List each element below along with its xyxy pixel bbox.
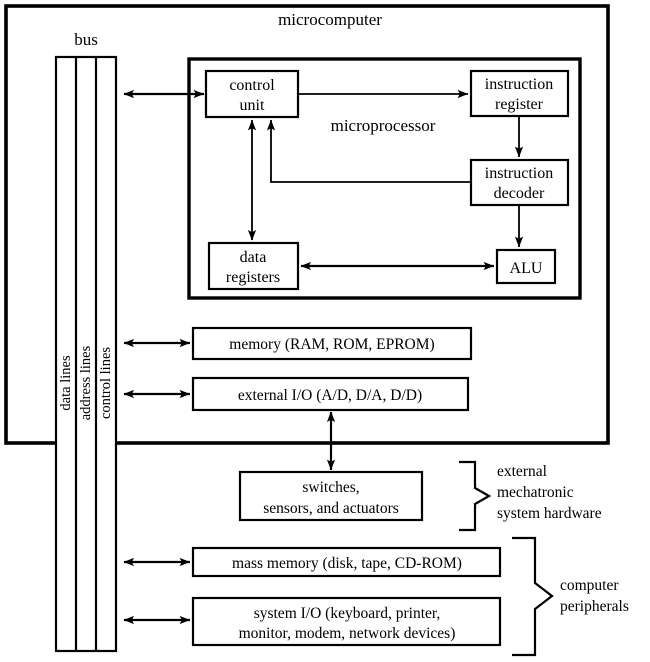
bus-lane-label-data-lines: data lines	[58, 355, 74, 411]
computer-peripherals-label-line1: computer	[560, 577, 619, 594]
brace-external-mechatronic	[459, 460, 492, 532]
instruction-register-label-line2: register	[495, 96, 544, 113]
microcomputer-boundary	[4, 4, 610, 445]
connector-instruction-decoder-to-control-unit	[266, 119, 471, 183]
microcomputer-title: microcomputer	[278, 10, 382, 29]
bus-label: bus	[74, 30, 98, 49]
block-alu	[495, 248, 557, 285]
computer-peripherals-label-line2: peripherals	[560, 598, 629, 615]
block-switches	[238, 470, 424, 522]
memory-label: memory (RAM, ROM, EPROM)	[229, 336, 434, 353]
external-io-label: external I/O (A/D, D/A, D/D)	[238, 387, 422, 404]
block-external-io	[191, 376, 470, 412]
block-memory	[191, 326, 473, 361]
external-mechatronic-label-line3: system hardware	[497, 505, 602, 522]
bus-lane-label-address-lines: address lines	[78, 345, 94, 420]
block-data-registers	[207, 241, 300, 291]
bus-lane-label-control-lines: control lines	[98, 347, 114, 419]
data-registers-label-line2: registers	[226, 269, 280, 286]
microprocessor-label: microprocessor	[331, 116, 436, 135]
system-io-label-line1: system I/O (keyboard, printer,	[254, 605, 441, 622]
control-unit-label-line2: unit	[240, 97, 265, 114]
switches-label-line1: switches,	[302, 479, 359, 496]
brace-computer-peripherals	[512, 536, 554, 657]
external-mechatronic-label-line2: mechatronic	[497, 484, 574, 501]
alu-label: ALU	[510, 260, 543, 277]
data-registers-label-line1: data	[240, 249, 267, 266]
instruction-register-label-line1: instruction	[485, 76, 553, 93]
switches-label-line2: sensors, and actuators	[263, 500, 399, 517]
block-system-io	[191, 596, 502, 647]
instruction-decoder-label-line2: decoder	[494, 185, 545, 202]
system-io-label-line2: monitor, modem, network devices)	[239, 625, 456, 642]
mass-memory-label: mass memory (disk, tape, CD-ROM)	[232, 555, 462, 572]
external-mechatronic-label-line1: external	[497, 463, 547, 480]
microprocessor-boundary	[187, 57, 582, 300]
instruction-decoder-label-line1: instruction	[485, 165, 553, 182]
bus-channel	[54, 55, 118, 653]
control-unit-label-line1: control	[229, 77, 275, 94]
block-mass-memory	[191, 546, 502, 578]
